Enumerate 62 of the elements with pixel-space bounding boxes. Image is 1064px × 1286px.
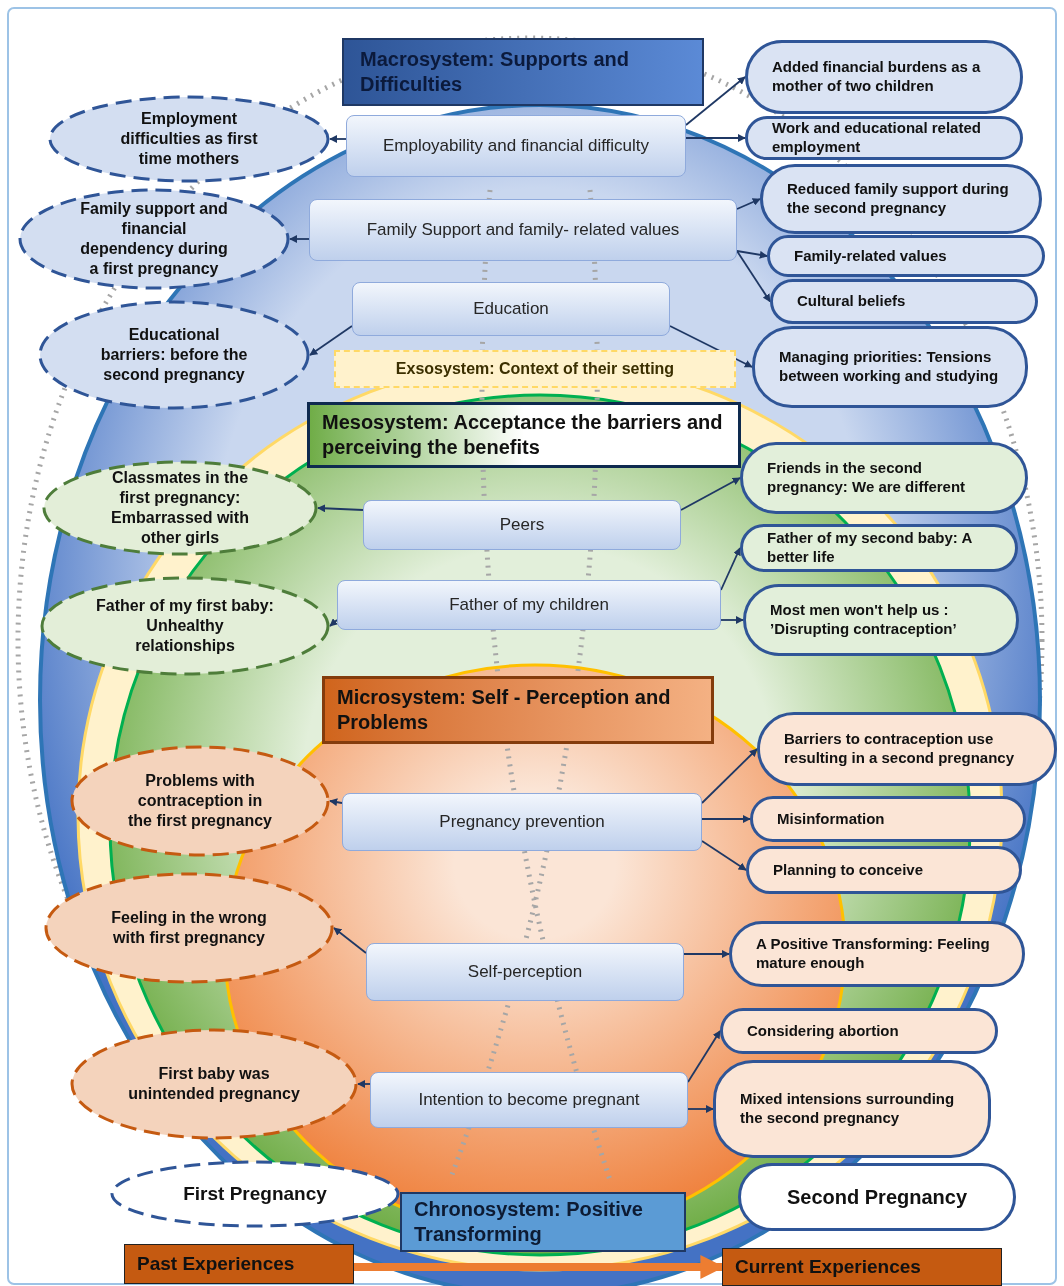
theme-box: Peers [363, 500, 681, 550]
system-title-box: Chronosystem: Positive Transforming [400, 1192, 686, 1252]
dashed-ellipse: Educational barriers: before the second pregnancy [38, 300, 310, 410]
subtheme-pill: Planning to conceive [746, 846, 1022, 894]
arrow [329, 618, 339, 627]
system-title-box: Exsosystem: Context of their setting [334, 350, 736, 388]
subtheme-pill: Work and educational related employment [745, 116, 1023, 160]
arrow [333, 927, 367, 954]
subtheme-pill: Father of my second baby: A better life [740, 524, 1018, 572]
subtheme-pill: Mixed intensions surrounding the second pregnancy [713, 1060, 991, 1158]
system-title-box: Macrosystem: Supports and Difficulties [342, 38, 704, 106]
subtheme-pill: Most men won't help us : ’Disrupting contraception’ [743, 584, 1019, 656]
system-title-box: Mesosystem: Acceptance the barriers and perceiving the benefits [307, 402, 741, 468]
subtheme-pill: Managing priorities: Tensions between working and studying [752, 326, 1028, 408]
subtheme-pill: Reduced family support during the second pregnancy [760, 164, 1042, 234]
dashed-ellipse: Feeling in the wrong with first pregnancy [44, 872, 334, 984]
subtheme-pill: Family-related values [767, 235, 1045, 277]
theme-box: Father of my children [337, 580, 721, 630]
dashed-ellipse: Employment difficulties as first time mothers [48, 95, 330, 183]
theme-box: Intention to become pregnant [370, 1072, 688, 1128]
subtheme-pill: Cultural beliefs [770, 279, 1038, 324]
arrow [701, 748, 758, 804]
pregnancy-pill: Second Pregnancy [738, 1163, 1016, 1231]
subtheme-pill: Misinformation [750, 796, 1026, 842]
arrow [685, 76, 746, 126]
arrow [687, 1030, 721, 1083]
system-title-box: Microsystem: Self - Perception and Problems [322, 676, 714, 744]
arrow [329, 135, 347, 143]
subtheme-pill: Friends in the second pregnancy: We are different [740, 442, 1028, 514]
arrow [736, 250, 768, 259]
dashed-ellipse: Father of my first baby: Unhealthy relationships [40, 576, 330, 676]
dashed-ellipse: First Pregnancy [110, 1160, 400, 1228]
experience-box: Past Experiences [124, 1244, 354, 1284]
arrow [329, 798, 343, 807]
theme-box: Employability and financial difficulty [346, 115, 686, 177]
experience-box: Current Experiences [722, 1248, 1002, 1286]
arrow [685, 134, 746, 142]
subtheme-pill: Barriers to contraception use resulting in a second pregnancy [757, 712, 1057, 786]
arrow [687, 1105, 714, 1113]
theme-box: Education [352, 282, 670, 336]
arrow [701, 815, 751, 823]
dashed-ellipse: Family support and financial dependency during a first pregnancy [18, 188, 290, 290]
arrow [720, 616, 744, 624]
dashed-ellipse: First baby was unintended pregnancy [70, 1028, 358, 1140]
subtheme-pill: Added financial burdens as a mother of two children [745, 40, 1023, 114]
arrow [289, 235, 310, 243]
dashed-ellipse: Problems with contraception in the first pregnancy [70, 745, 330, 857]
arrow [317, 504, 364, 513]
arrow [736, 198, 761, 210]
subtheme-pill: Considering abortion [720, 1008, 998, 1054]
theme-box: Family Support and family- related values [309, 199, 737, 261]
arrow [720, 547, 741, 591]
theme-box: Pregnancy prevention [342, 793, 702, 851]
dashed-ellipse: Classmates in the first pregnancy: Embarrassed with other girls [42, 460, 318, 556]
arrow [701, 840, 747, 871]
arrow [357, 1080, 371, 1088]
arrow [683, 950, 730, 958]
arrow [309, 325, 353, 356]
subtheme-pill: A Positive Transforming: Feeling mature enough [729, 921, 1025, 987]
arrow [736, 250, 771, 303]
arrow [680, 477, 741, 511]
theme-box: Self-perception [366, 943, 684, 1001]
